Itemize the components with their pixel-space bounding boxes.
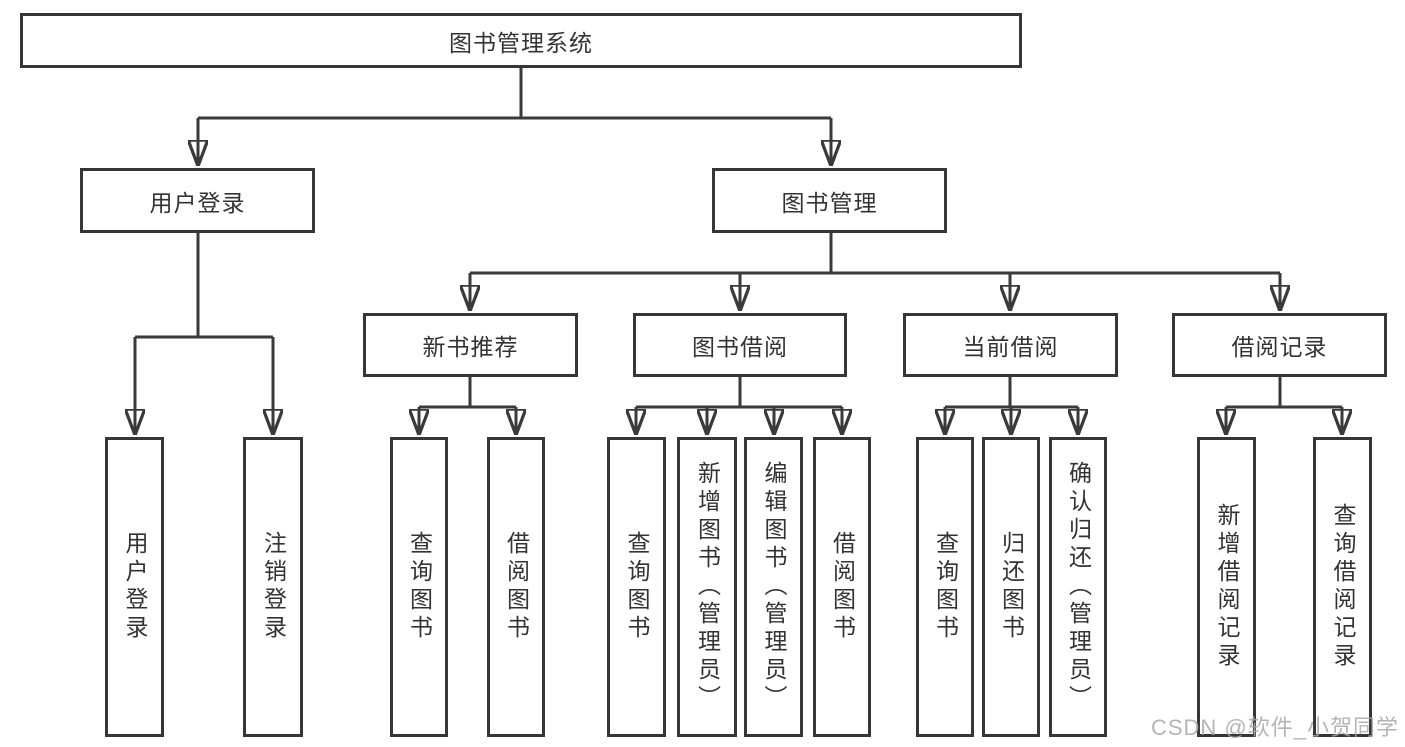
node-current-borrow-label: 当前借阅 (962, 334, 1059, 360)
leaf-cb-confirm-return-admin: 确认归还（管理员） (1049, 437, 1107, 737)
leaf-bb-add-books-admin: 新增图书（管理员） (677, 437, 737, 737)
node-borrow-records: 借阅记录 (1172, 313, 1387, 377)
leaf-cb-return-books: 归还图书 (982, 437, 1040, 737)
node-book-management: 图书管理 (712, 168, 947, 233)
leaf-logout: 注销登录 (243, 437, 303, 737)
connector-root-split (198, 68, 831, 120)
leaf-user-login: 用户登录 (105, 437, 164, 737)
leaf-cb-query-books: 查询图书 (916, 437, 974, 737)
leaf-bb-edit-books-admin-label: 编辑图书（管理员） (761, 461, 787, 713)
node-book-management-label: 图书管理 (781, 189, 878, 216)
leaf-bb-borrow-books-label: 借阅图书 (829, 531, 856, 643)
leaf-br-add-record-label: 新增借阅记录 (1214, 503, 1240, 671)
node-root-label: 图书管理系统 (449, 29, 593, 56)
leaf-nb-query-books-label: 查询图书 (406, 531, 433, 643)
node-new-book-recommend: 新书推荐 (363, 313, 578, 377)
leaf-nb-borrow-books: 借阅图书 (487, 437, 545, 737)
leaf-br-add-record: 新增借阅记录 (1197, 437, 1256, 737)
node-borrow-records-label: 借阅记录 (1231, 334, 1328, 360)
leaf-bb-add-books-admin-label: 新增图书（管理员） (694, 461, 721, 713)
leaf-bb-query-books-label: 查询图书 (624, 531, 650, 643)
connector-book-borrow-split (636, 377, 842, 409)
leaf-logout-label: 注销登录 (260, 531, 287, 643)
leaf-bb-edit-books-admin: 编辑图书（管理员） (744, 437, 803, 737)
node-user-login: 用户登录 (80, 168, 315, 233)
connector-borrow-records-split (1226, 377, 1342, 409)
leaf-br-query-record-label: 查询借阅记录 (1330, 503, 1356, 671)
leaf-cb-return-books-label: 归还图书 (998, 531, 1025, 643)
csdn-watermark: CSDN @软件_小贺同学 (1150, 715, 1399, 740)
node-current-borrow: 当前借阅 (903, 313, 1118, 377)
leaf-br-query-record: 查询借阅记录 (1313, 437, 1372, 737)
node-book-borrow: 图书借阅 (633, 313, 847, 377)
connector-current-borrow-split (945, 377, 1078, 409)
node-book-borrow-label: 图书借阅 (692, 334, 788, 360)
node-root: 图书管理系统 (20, 13, 1022, 68)
leaf-cb-query-books-label: 查询图书 (932, 531, 959, 643)
leaf-bb-query-books: 查询图书 (607, 437, 666, 737)
leaf-user-login-label: 用户登录 (122, 531, 148, 643)
node-user-login-label: 用户登录 (149, 189, 246, 216)
connector-user-login-split (135, 233, 273, 339)
node-new-book-recommend-label: 新书推荐 (422, 334, 519, 360)
connector-book-management-split (470, 233, 1280, 275)
leaf-nb-borrow-books-label: 借阅图书 (503, 531, 530, 643)
connector-new-book-split (419, 377, 516, 409)
leaf-nb-query-books: 查询图书 (390, 437, 448, 737)
leaf-bb-borrow-books: 借阅图书 (813, 437, 871, 737)
leaf-cb-confirm-return-admin-label: 确认归还（管理员） (1065, 461, 1092, 713)
